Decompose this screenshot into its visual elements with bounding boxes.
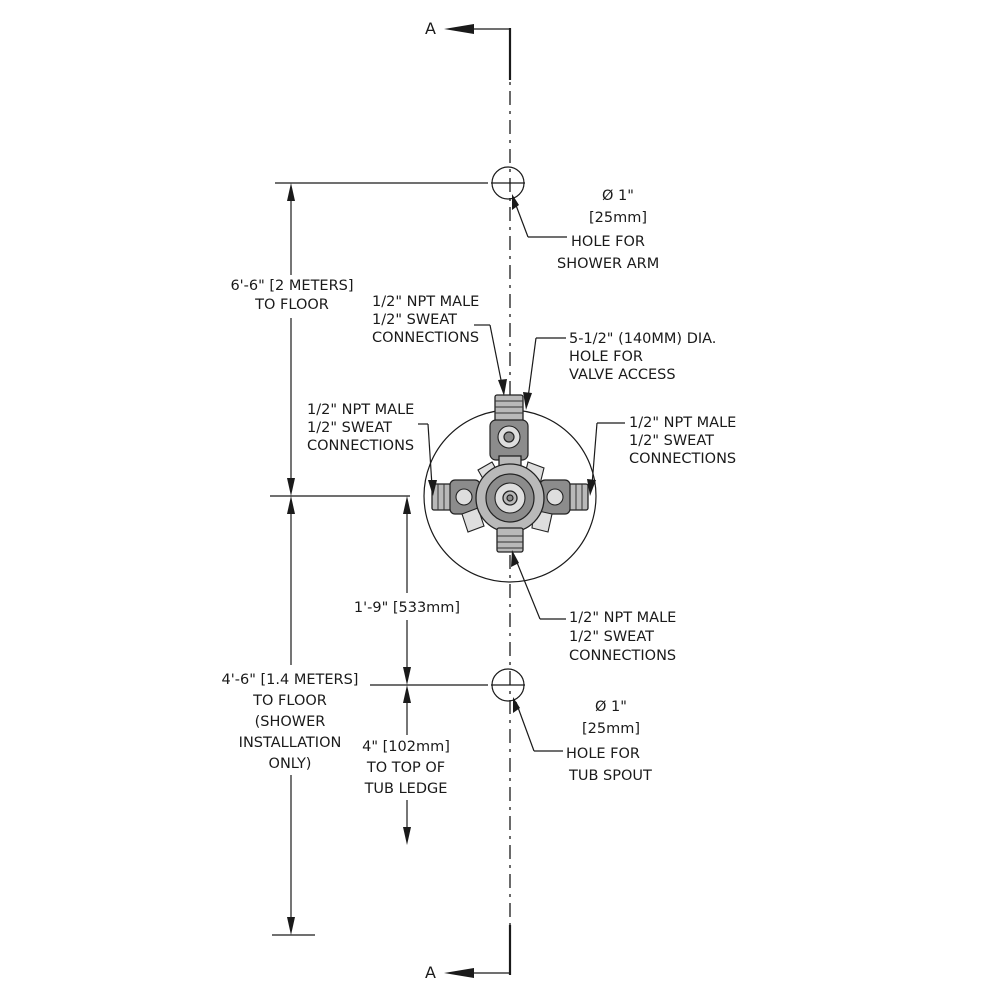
dim-tub-ledge-line3: TUB LEDGE — [364, 781, 448, 797]
dim-valve-floor-line1: 4'-6" [1.4 METERS] — [222, 672, 359, 688]
valve-body — [431, 394, 589, 553]
tub-spout-line2: TUB SPOUT — [568, 768, 652, 784]
leader-conn-bottom — [511, 550, 566, 620]
conn-bottom-line1: 1/2" NPT MALE — [569, 610, 676, 626]
note-conn-bottom: 1/2" NPT MALE 1/2" SWEAT CONNECTIONS — [569, 610, 676, 664]
dim-tub-ledge-line1: 4" [102mm] — [362, 739, 450, 755]
dim-valve-floor-line4: INSTALLATION — [239, 735, 342, 751]
conn-top-line1: 1/2" NPT MALE — [372, 294, 479, 310]
dim-valve-floor-line5: ONLY) — [269, 756, 312, 772]
shower-arm-line2: SHOWER ARM — [557, 256, 659, 272]
shower-arm-hole — [491, 166, 525, 200]
leader-conn-top — [474, 324, 507, 396]
dimension-tub-ledge: 4" [102mm] TO TOP OF TUB LEDGE — [362, 685, 450, 845]
tub-spout-hole — [491, 668, 525, 702]
section-marker-top: A — [425, 19, 510, 38]
dim-shower-arm-line2: TO FLOOR — [254, 297, 329, 313]
conn-top-line3: CONNECTIONS — [372, 330, 479, 346]
section-label-top: A — [425, 19, 436, 38]
conn-right-line2: 1/2" SWEAT — [629, 433, 714, 449]
dim-shower-arm-line1: 6'-6" [2 METERS] — [230, 278, 353, 294]
conn-right-line3: CONNECTIONS — [629, 451, 736, 467]
conn-left-line2: 1/2" SWEAT — [307, 420, 392, 436]
note-conn-right: 1/2" NPT MALE 1/2" SWEAT CONNECTIONS — [629, 415, 736, 467]
dimension-valve-floor: 4'-6" [1.4 METERS] TO FLOOR (SHOWER INST… — [222, 496, 359, 935]
tub-spout-diameter: Ø 1" — [595, 699, 627, 715]
note-conn-top: 1/2" NPT MALE 1/2" SWEAT CONNECTIONS — [372, 294, 479, 346]
dim-tub-ledge-line2: TO TOP OF — [366, 760, 445, 776]
leader-conn-right — [587, 422, 625, 496]
dimension-shower-arm: 6'-6" [2 METERS] TO FLOOR — [230, 183, 354, 496]
valve-access-line2: HOLE FOR — [569, 349, 643, 365]
conn-bottom-line2: 1/2" SWEAT — [569, 629, 654, 645]
dim-valve-floor-line2: TO FLOOR — [252, 693, 327, 709]
dimension-spout: 1'-9" [533mm] — [354, 496, 460, 685]
leader-valve-access — [523, 337, 566, 410]
shower-arm-metric: [25mm] — [589, 210, 647, 226]
section-marker-bottom: A — [425, 963, 510, 982]
tub-spout-metric: [25mm] — [582, 721, 640, 737]
section-label-bottom: A — [425, 963, 436, 982]
shower-arm-diameter: Ø 1" — [602, 188, 634, 204]
valve-access-line3: VALVE ACCESS — [569, 367, 676, 383]
note-conn-left: 1/2" NPT MALE 1/2" SWEAT CONNECTIONS — [307, 402, 414, 454]
note-tub-spout-hole: Ø 1" [25mm] HOLE FOR TUB SPOUT — [566, 699, 652, 784]
leader-tub-spout — [513, 697, 563, 752]
conn-top-line2: 1/2" SWEAT — [372, 312, 457, 328]
tub-spout-line1: HOLE FOR — [566, 746, 640, 762]
dim-valve-floor-line3: (SHOWER — [255, 714, 326, 730]
shower-arm-line1: HOLE FOR — [571, 234, 645, 250]
leader-conn-left — [418, 423, 437, 496]
note-shower-arm-hole: Ø 1" [25mm] HOLE FOR SHOWER ARM — [557, 188, 659, 272]
conn-bottom-line3: CONNECTIONS — [569, 648, 676, 664]
leader-shower-arm — [512, 194, 567, 238]
conn-right-line1: 1/2" NPT MALE — [629, 415, 736, 431]
conn-left-line1: 1/2" NPT MALE — [307, 402, 414, 418]
valve-access-line1: 5-1/2" (140MM) DIA. — [569, 331, 716, 347]
dim-spout-text: 1'-9" [533mm] — [354, 600, 460, 616]
conn-left-line3: CONNECTIONS — [307, 438, 414, 454]
note-valve-access: 5-1/2" (140MM) DIA. HOLE FOR VALVE ACCES… — [569, 331, 716, 383]
